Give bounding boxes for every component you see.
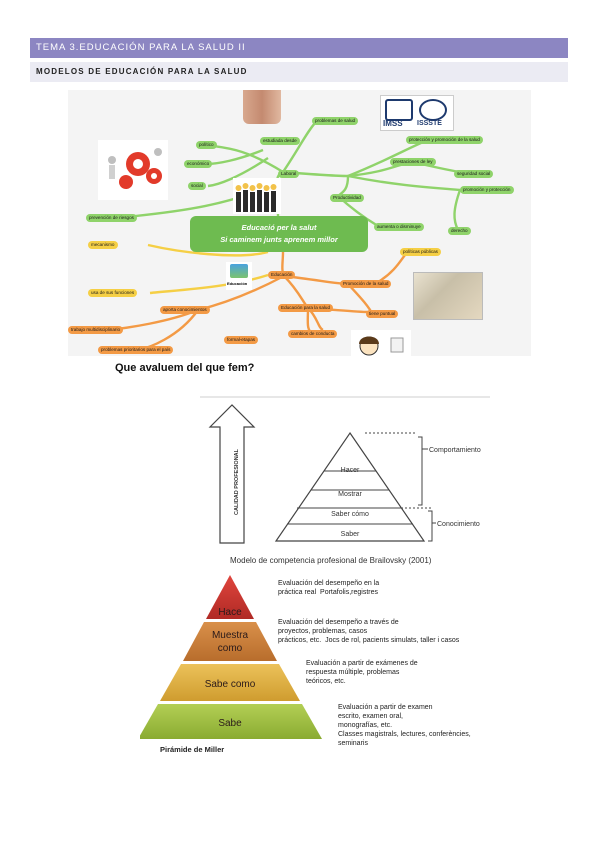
desc-muestra-line3: prácticos, etc. Jocs de rol, pacients si… <box>278 636 459 645</box>
education-icon-image: Educación <box>226 262 252 290</box>
node-aumenta-disminuye: aumenta o disminuye <box>374 223 424 231</box>
competence-pyramid <box>274 431 426 542</box>
miller-pyramid: Hace Muestra como Sabe como Sabe Pirámid… <box>140 575 322 754</box>
quality-arrow-icon <box>208 404 256 544</box>
miller-desc-sabe: Evaluación a partir de examen escrito, e… <box>338 703 471 748</box>
node-aporta-conocimientos: aporta conocimientos <box>160 306 210 314</box>
brace-conocimiento-label: Conocimiento <box>437 521 480 528</box>
desc-muestra-line3-text: prácticos, etc. <box>278 637 322 644</box>
issste-logo-icon <box>419 99 447 121</box>
miller-label-sabe: Sabe <box>218 718 242 729</box>
tema-title: TEMA 3.EDUCACIÓN PARA LA SALUD II <box>36 42 246 53</box>
node-derecho: derecho <box>448 227 471 235</box>
miller-label-muestra-line1: Muestra <box>212 630 249 641</box>
desc-muestra-extra: Jocs de rol, pacients simulats, taller i… <box>325 637 460 644</box>
miller-caption: Pirámide de Miller <box>160 745 224 754</box>
node-proteccion-promocion-salud: protección y promoción de la salud <box>406 136 483 144</box>
node-promocion-proteccion: promoción y protección <box>460 186 514 194</box>
quality-arrow-label: CALIDAD PROFESIONAL <box>234 448 240 515</box>
desc-muestra-line2: proyectos, problemas, casos <box>278 628 368 635</box>
level-saber-como: Saber cómo <box>331 511 369 518</box>
node-prestaciones-ley: prestaciones de ley <box>390 158 436 166</box>
desc-sabe-extra2: seminaris <box>338 740 368 747</box>
node-cambios-conducta: cambios de conducta <box>288 330 338 338</box>
imss-issste-logos: IMSS ISSSTE <box>380 95 454 131</box>
node-educacion-para-salud: Educación para la salud <box>278 304 334 312</box>
miller-pyramid-figure: Hace Muestra como Sabe como Sabe Pirámid… <box>140 575 500 760</box>
cartoon-group-image <box>413 272 483 320</box>
mindmap-image: IMSS ISSSTE Educación Educació per la sa… <box>68 90 531 356</box>
miller-label-sabe-como: Sabe como <box>205 679 256 690</box>
cartoon-girl-image <box>351 330 411 356</box>
node-tiene-puntual: tiene puntual <box>366 310 399 318</box>
miller-level-muestra-como <box>183 622 277 661</box>
desc-sabe-line1: Evaluación a partir de examen <box>338 704 433 711</box>
miller-label-muestra-line2: como <box>218 643 243 654</box>
node-mecanismo: mecanismo <box>88 241 118 249</box>
tema-header-bar: TEMA 3.EDUCACIÓN PARA LA SALUD II <box>30 38 568 58</box>
desc-muestra-line1: Evaluación del desempeño a través de <box>278 619 399 626</box>
miller-level-sabe <box>140 704 322 739</box>
central-node-line1: Educació per la salut <box>241 223 317 232</box>
central-node-line2: Si caminem junts aprenem millor <box>220 235 338 244</box>
node-politico: político <box>196 141 217 149</box>
node-laboral: Laboral <box>278 170 300 178</box>
node-formal-etapas: formal-etapas <box>224 336 259 344</box>
imss-logo-icon <box>385 99 413 121</box>
node-usa-funciones: usa de sus funciones <box>88 289 138 297</box>
level-saber: Saber <box>341 531 360 538</box>
node-economico: económico <box>184 160 213 168</box>
desc-hace-line2-text: práctica real <box>278 589 317 596</box>
miller-desc-hace: Evaluación del desempeño en la práctica … <box>278 579 379 597</box>
issste-label: ISSSTE <box>417 120 442 127</box>
node-politicas-publicas: políticas públicas <box>400 248 441 256</box>
imss-label: IMSS <box>383 119 403 128</box>
desc-sabe-line3: monografías, etc. <box>338 722 393 729</box>
node-promocion-salud: Promoción de la salud <box>340 280 392 288</box>
miller-level-sabe-como <box>160 664 300 701</box>
node-problemas-prioritarios: problemas prioritarios para el país <box>98 346 174 354</box>
brailovsky-diagram: CALIDAD PROFESIONAL Hacer Mostrar Saber … <box>200 393 490 573</box>
node-educacion: Educación <box>268 271 296 279</box>
brace-comportamiento-label: Comportamiento <box>429 447 481 454</box>
level-mostrar: Mostrar <box>338 491 362 498</box>
brailovsky-figure: CALIDAD PROFESIONAL Hacer Mostrar Saber … <box>200 393 490 565</box>
desc-hace-extra: Portafolis,registres <box>320 589 378 596</box>
node-productividad: Productividad <box>330 194 364 202</box>
workers-group-image <box>233 178 281 214</box>
miller-label-hace: Hace <box>218 607 242 618</box>
mindmap-central-node: Educació per la salut Si caminem junts a… <box>190 216 368 252</box>
brailovsky-caption: Modelo de competencia profesional de Bra… <box>230 556 432 565</box>
photo-legs <box>243 90 281 124</box>
node-social: social <box>188 182 206 190</box>
education-icon-label: Educación <box>227 281 248 286</box>
section-header-bar: MODELOS DE EDUCACIÓN PARA LA SALUD <box>30 62 568 82</box>
desc-sabe-line2: escrito, examen oral, <box>338 713 403 720</box>
node-seguridad-social: seguridad social <box>454 170 494 178</box>
behavior-brace <box>418 436 423 506</box>
desc-sabecomo-line3: teóricos, etc. <box>306 678 346 685</box>
desc-hace-line1: Evaluación del desempeño en la <box>278 580 380 587</box>
knowledge-brace <box>428 510 433 542</box>
desc-sabecomo-line2: respuesta múltiple, problemas <box>306 669 400 676</box>
node-problemas-salud: problemas de salud <box>312 117 359 125</box>
node-prevencion-riesgos: prevención de riesgos <box>86 214 137 222</box>
node-estudiada-desde: estudiada desde <box>260 137 300 145</box>
miller-desc-muestra: Evaluación del desempeño a través de pro… <box>278 618 459 645</box>
desc-sabecomo-line1: Evaluación a partir de exámenes de <box>306 660 418 667</box>
gears-figures-image <box>98 140 168 200</box>
node-trabajo-multidisciplinario: trabajo multidisciplinario <box>68 326 124 334</box>
section-title: MODELOS DE EDUCACIÓN PARA LA SALUD <box>36 67 248 76</box>
miller-level-hace <box>206 575 254 619</box>
desc-hace-line2: práctica real Portafolis,registres <box>278 588 379 597</box>
miller-desc-sabe-como: Evaluación a partir de exámenes de respu… <box>306 659 418 686</box>
evaluation-heading: Que avaluem del que fem? <box>115 362 255 374</box>
level-hacer: Hacer <box>341 467 360 474</box>
desc-sabe-extra1: Classes magistrals, lectures, conferènci… <box>338 731 471 738</box>
